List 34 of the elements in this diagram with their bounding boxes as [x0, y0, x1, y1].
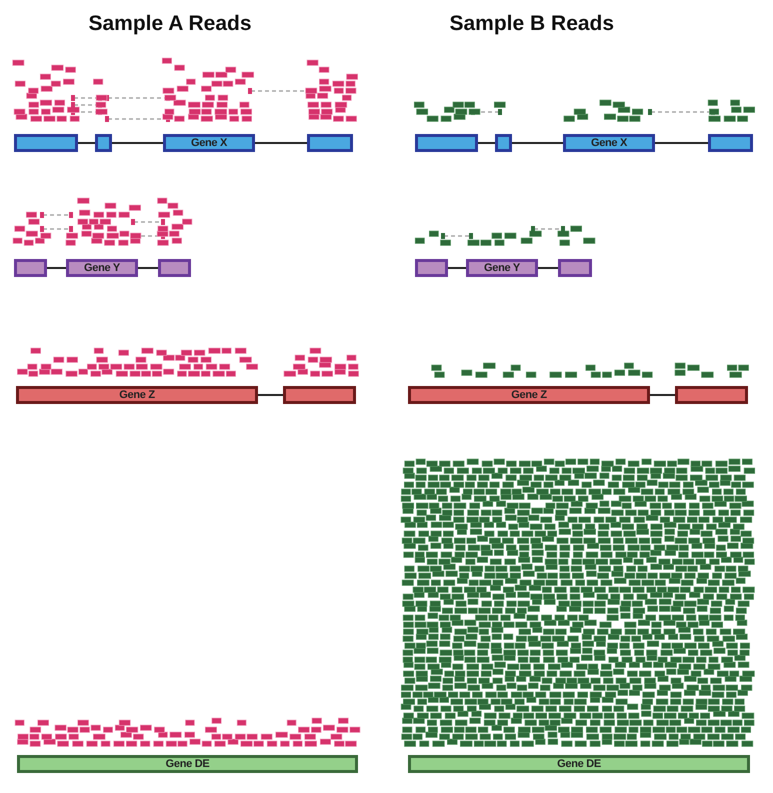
intron-line: [47, 267, 66, 269]
exon-box: [675, 386, 748, 404]
exon-box: Gene Z: [408, 386, 650, 404]
exon-box: [415, 259, 448, 277]
exon-box: Gene DE: [17, 755, 358, 773]
exon-box: [95, 134, 112, 152]
exon-box: [558, 259, 592, 277]
intron-line: [448, 267, 466, 269]
intron-line: [255, 142, 307, 144]
intron-line: [650, 394, 675, 396]
exon-box: [283, 386, 356, 404]
intron-line: [512, 142, 563, 144]
exon-box: Gene Z: [16, 386, 258, 404]
intron-line: [258, 394, 283, 396]
exon-box: Gene X: [163, 134, 255, 152]
exon-box: [158, 259, 191, 277]
exon-box: Gene Y: [66, 259, 138, 277]
exon-box: [307, 134, 353, 152]
exon-box: [14, 134, 78, 152]
intron-line: [78, 142, 95, 144]
exon-box: Gene DE: [408, 755, 750, 773]
column-heading: Sample A Reads: [88, 12, 252, 36]
intron-line: [655, 142, 708, 144]
intron-line: [478, 142, 495, 144]
intron-line: [538, 267, 558, 269]
exon-box: Gene Y: [466, 259, 538, 277]
exon-box: [708, 134, 753, 152]
intron-line: [138, 267, 158, 269]
exon-box: Gene X: [563, 134, 655, 152]
exon-box: [495, 134, 512, 152]
exon-box: [14, 259, 47, 277]
intron-line: [112, 142, 163, 144]
column-heading: Sample B Reads: [450, 12, 614, 36]
exon-box: [415, 134, 478, 152]
